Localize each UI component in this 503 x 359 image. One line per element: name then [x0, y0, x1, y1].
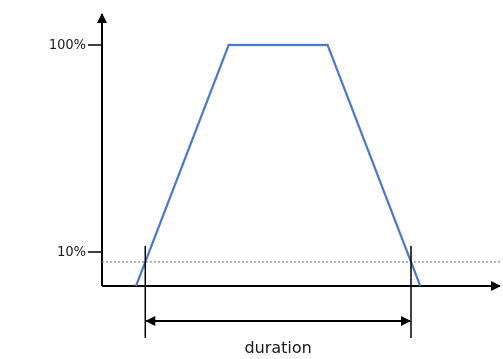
pulse-curve [134, 43, 422, 287]
y-tick-label-100: 100% [49, 38, 86, 53]
y-tick-label-10: 10% [57, 245, 86, 260]
duration-label: duration [244, 338, 311, 357]
